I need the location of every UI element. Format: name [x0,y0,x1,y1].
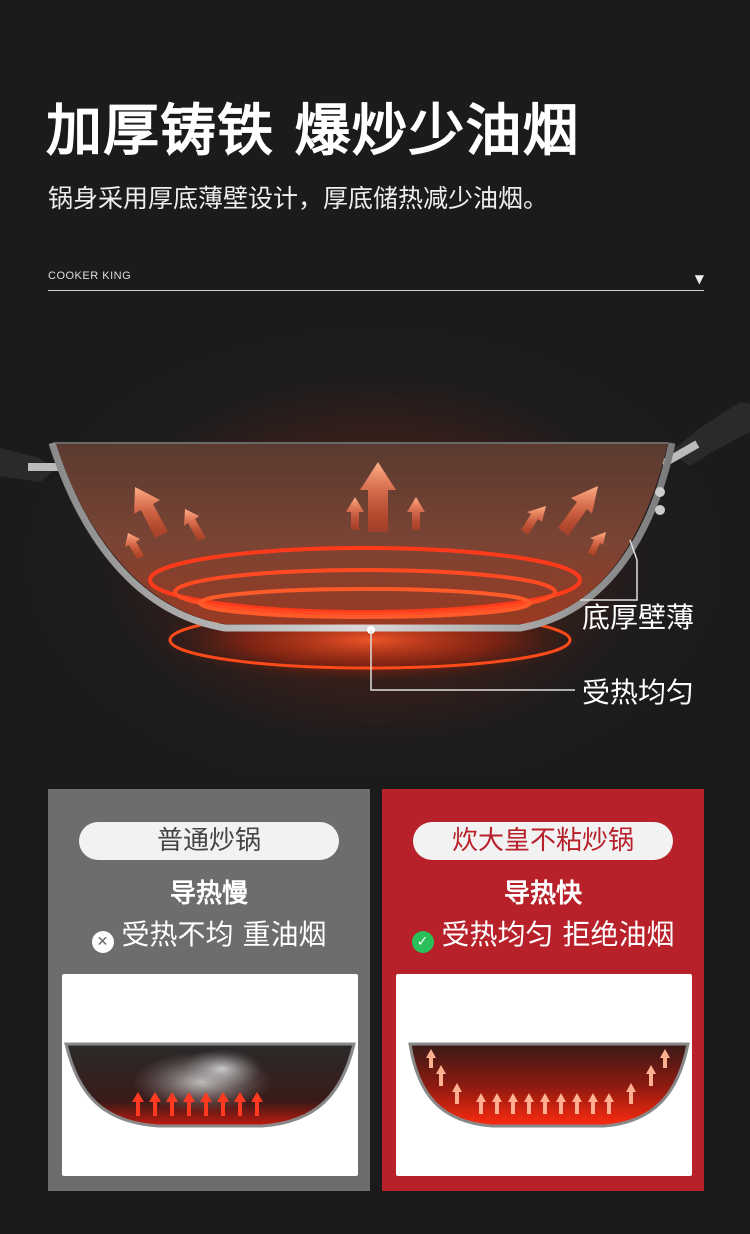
card-normal-illustration [62,974,358,1176]
card-normal-feature: ✕ 受热不均 重油烟 [48,913,370,953]
callout-wall: 底厚壁薄 [582,601,695,634]
x-circle-icon: ✕ [91,931,114,953]
page-subtitle: 锅身采用厚底薄壁设计，厚底储热减少油烟。 [48,184,549,213]
left-handle-bolt [28,463,68,471]
card-brand-feature: ✓ 受热均匀 拒绝油烟 [382,913,704,953]
bottom-callout-line [370,630,575,691]
rivet [655,487,665,497]
card-normal-feature-text: 受热不均 重油烟 [121,918,327,951]
callout-bottom: 受热均匀 [582,676,695,709]
rivet [655,505,665,515]
heat-ring-3 [198,587,532,619]
comparison-card-brand: 炊大皇不粘炒锅 导热快 ✓ 受热均匀 拒绝油烟 [382,789,704,1191]
wok-illustration [0,402,750,691]
page-title: 加厚铸铁 爆炒少油烟 [46,99,580,164]
card-brand-speed: 导热快 [503,879,582,909]
check-circle-icon: ✓ [411,931,434,953]
card-normal-name: 普通炒锅 [79,822,339,860]
card-normal-speed: 导热慢 [169,879,248,909]
heat-arrows [125,462,606,559]
card-brand-illustration [396,974,692,1176]
brand-label: COOKER KING [48,270,132,282]
wall-callout-line [580,539,638,601]
left-handle [0,448,55,482]
divider [48,290,704,291]
card-brand-feature-text: 受热均匀 拒绝油烟 [441,918,675,951]
comparison-card-normal: 普通炒锅 导热慢 ✕ 受热不均 重油烟 [48,789,370,1191]
heat-ring-2 [173,568,557,616]
triangle-down-icon: ▼ [694,272,704,286]
card-brand-name: 炊大皇不粘炒锅 [413,822,673,860]
